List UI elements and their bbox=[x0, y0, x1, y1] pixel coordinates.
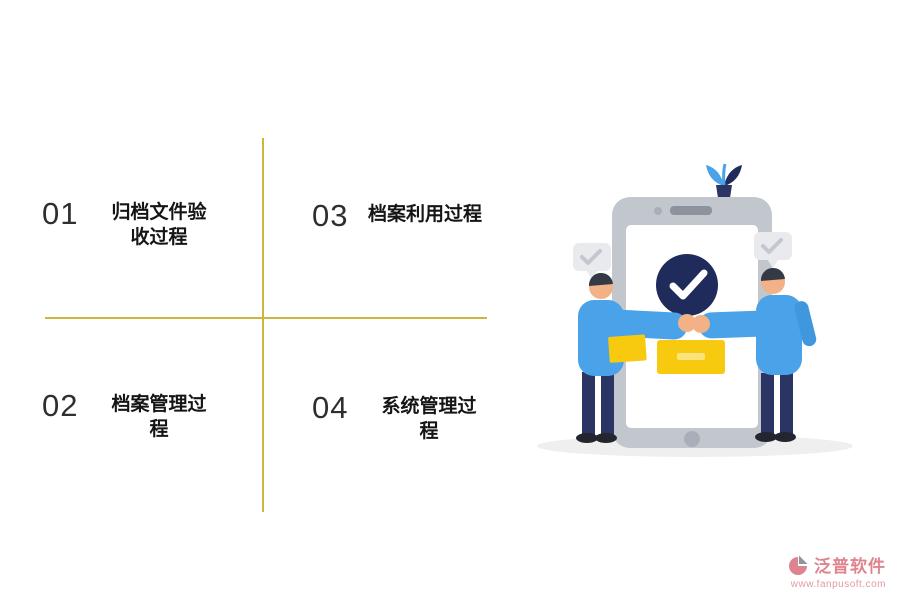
fist-right bbox=[692, 315, 710, 333]
hair bbox=[760, 267, 785, 281]
quadrant-03-label: 档案利用过程 bbox=[368, 204, 483, 225]
speaker-icon bbox=[670, 206, 712, 215]
speech-bubble-left bbox=[573, 243, 611, 279]
brand-logo-icon bbox=[789, 555, 808, 575]
quadrant-03-number: 03 bbox=[312, 198, 349, 233]
yellow-folder bbox=[608, 334, 647, 363]
plant-icon bbox=[706, 163, 742, 198]
brand-website: www.fanpusoft.com bbox=[790, 579, 886, 590]
fist-left bbox=[678, 314, 696, 332]
home-button-icon bbox=[684, 431, 700, 447]
brand-company-name: 泛普软件 bbox=[814, 557, 886, 576]
illustration-svg bbox=[537, 163, 853, 457]
person-left bbox=[576, 272, 696, 443]
quadrant-01-number: 01 bbox=[42, 196, 79, 231]
checkmark-icon bbox=[669, 269, 708, 300]
check-circle bbox=[656, 254, 718, 316]
quadrant-02-label: 档案管理过程 bbox=[111, 394, 207, 440]
brand-footer: 泛普软件 www.fanpusoft.com bbox=[787, 552, 886, 590]
bubble-check-icon bbox=[761, 238, 783, 254]
quadrant-04: 04 系统管理过程 bbox=[312, 392, 478, 444]
quadrant-01: 01 归档文件验收过程 bbox=[42, 198, 208, 250]
camera-icon bbox=[654, 207, 662, 215]
hair bbox=[588, 272, 613, 286]
person-right bbox=[692, 267, 817, 442]
quadrant-01-label: 归档文件验收过程 bbox=[111, 202, 207, 248]
quadrant-02-number: 02 bbox=[42, 388, 79, 423]
quadrant-04-number: 04 bbox=[312, 390, 349, 425]
bubble-check-icon bbox=[580, 249, 602, 265]
quadrant-02: 02 档案管理过程 bbox=[42, 390, 208, 442]
speech-bubble-right bbox=[754, 232, 792, 268]
quadrant-03: 03 档案利用过程 bbox=[312, 200, 482, 232]
phone-fistbump-illustration bbox=[530, 140, 890, 460]
quadrant-04-label: 系统管理过程 bbox=[381, 396, 477, 442]
divider-vertical bbox=[262, 138, 264, 512]
divider-horizontal bbox=[45, 317, 487, 319]
